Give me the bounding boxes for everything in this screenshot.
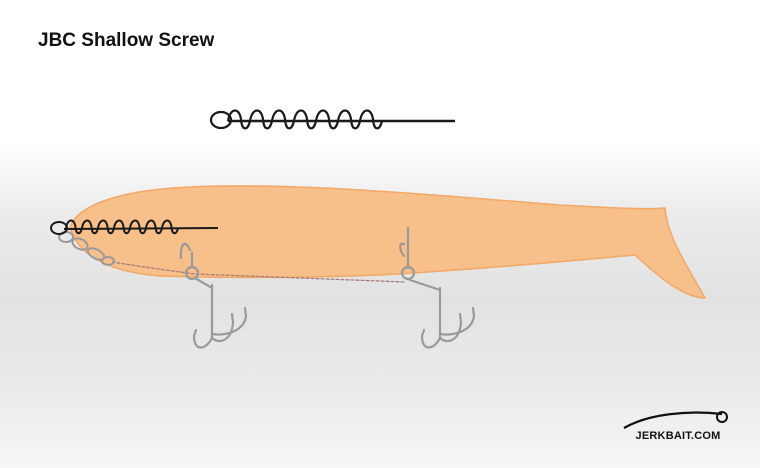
snap-swivel	[58, 231, 115, 266]
logo-text: JERKBAIT.COM	[635, 430, 721, 442]
rear-treble-hook	[399, 226, 476, 349]
jerkbait-logo: JERKBAIT.COM	[618, 408, 738, 448]
page-title: JBC Shallow Screw	[38, 30, 215, 51]
screw-coil	[226, 109, 384, 130]
logo-swoosh-icon	[623, 411, 728, 429]
screw-shaft	[63, 227, 219, 230]
front-treble-hook	[179, 242, 248, 349]
leader-wire-grey	[111, 261, 406, 283]
shallow-screw-in-bait	[50, 219, 219, 235]
shallow-screw-standalone	[209, 109, 455, 130]
screw-coil	[65, 219, 179, 235]
bait-body	[69, 185, 707, 299]
